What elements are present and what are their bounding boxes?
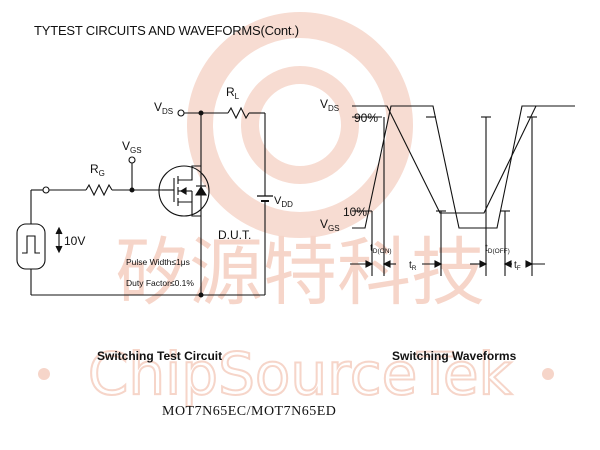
watermark-cn-text: 矽源特科技 (115, 230, 485, 316)
node-source (198, 292, 204, 298)
pulse-width-label: Pulse Width≤1μs (126, 257, 190, 267)
rl-label: RL (226, 85, 240, 101)
mosfet-arrow (179, 187, 187, 195)
resistor-rl (227, 106, 250, 120)
td-off-head-left (479, 260, 488, 268)
vgs-waveform (352, 105, 575, 229)
tf-head-left (503, 260, 512, 268)
watermark-en-text: ChipSourceTek (88, 340, 513, 408)
circuit-caption: Switching Test Circuit (97, 349, 223, 363)
input-terminal (42, 186, 50, 194)
tr-head (434, 260, 443, 268)
part-number: MOT7N65EC/MOT7N65ED (162, 404, 337, 419)
voltage-arrow-tail (55, 245, 63, 254)
voltage-arrow-head (55, 226, 63, 235)
voltage-label: 10V (64, 234, 85, 248)
wave-vgs-label: VGS (320, 217, 340, 233)
vdd-label: VDD (274, 195, 293, 209)
rg-label: RG (90, 162, 105, 178)
vds-label: VDS (154, 100, 173, 116)
pulse-symbol (22, 235, 40, 254)
tf-label: tF (514, 260, 521, 272)
tr-label: tR (409, 260, 417, 272)
td-off-label: tD(OFF) (485, 243, 510, 255)
wave-vds-label: VDS (320, 97, 339, 113)
vds-waveform (352, 105, 575, 214)
diode-triangle (195, 185, 207, 196)
waveforms-caption: Switching Waveforms (392, 349, 517, 363)
dut-label: D.U.T. (218, 228, 251, 242)
level-90-label: 90% (354, 111, 378, 125)
mosfet-drain-path (178, 165, 201, 181)
td-on-head-left (365, 260, 374, 268)
page-title: TYTEST CIRCUITS AND WAVEFORMS(Cont.) (34, 23, 299, 38)
watermark-dot-left (38, 368, 50, 380)
resistor-rg (85, 183, 113, 197)
level-10-label: 10% (343, 205, 367, 219)
vds-terminal (177, 109, 185, 117)
tf-head-right (525, 260, 534, 268)
pulse-source (16, 223, 46, 270)
node-drain (198, 110, 204, 116)
td-on-head-right (382, 260, 391, 268)
duty-factor-label: Duty Factor≤0.1% (126, 278, 194, 288)
mosfet-body (158, 165, 210, 217)
mosfet-source-path (178, 201, 201, 217)
vgs-label: VGS (122, 139, 142, 155)
vgs-terminal (128, 156, 136, 164)
watermark-logo-ring (187, 12, 413, 238)
watermark-logo-inner (241, 66, 359, 184)
watermark-dot-right (542, 368, 554, 380)
td-on-label: tD(ON) (370, 243, 392, 255)
